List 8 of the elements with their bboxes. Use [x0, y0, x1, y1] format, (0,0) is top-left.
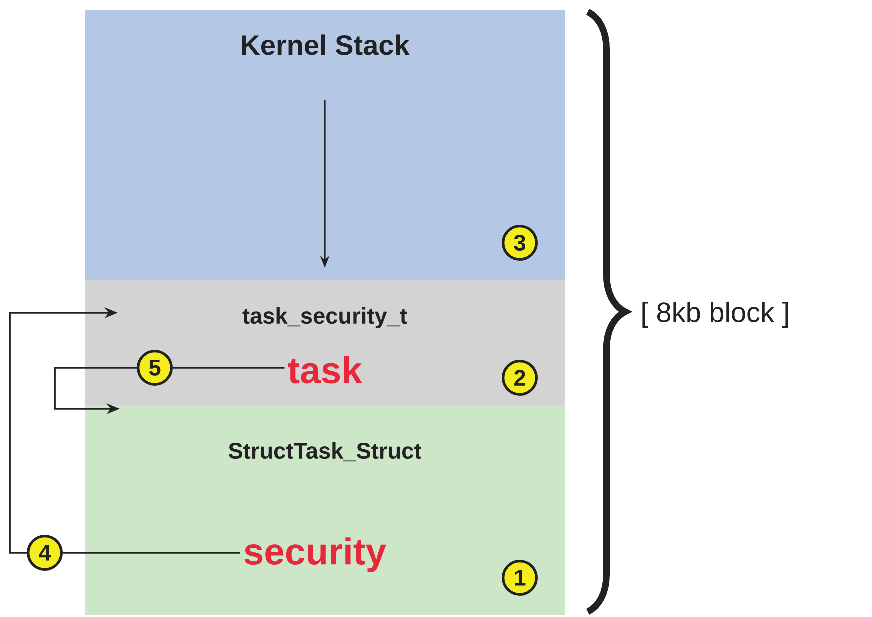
- callout-number: 3: [502, 225, 538, 261]
- callout-number: 5: [137, 350, 173, 386]
- size-label: [ 8kb block ]: [642, 302, 788, 328]
- field-name: task: [288, 356, 362, 384]
- callout-number: 2: [502, 360, 538, 396]
- callout-number: 1: [502, 560, 538, 596]
- field-name: security: [244, 538, 386, 572]
- callout-number: 4: [27, 535, 63, 571]
